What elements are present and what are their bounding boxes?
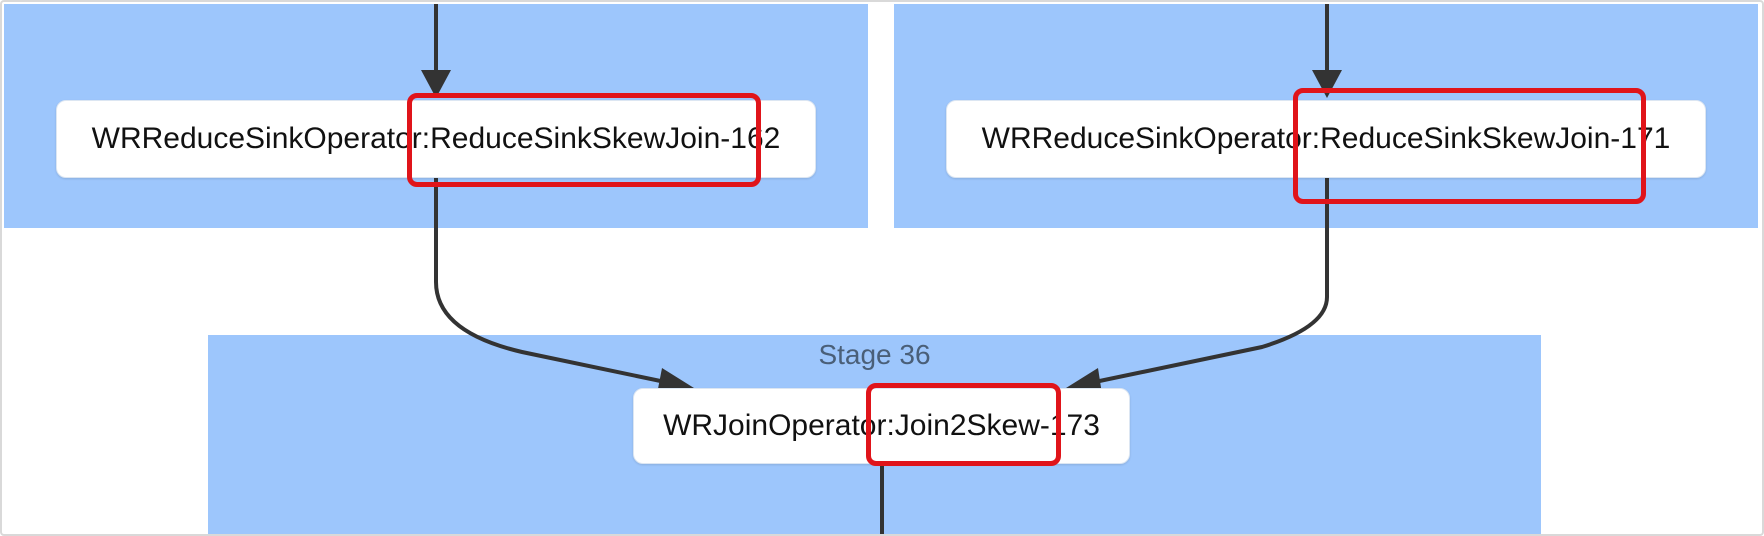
node-join2skew-173[interactable]: WRJoinOperator:Join2Skew-173	[633, 388, 1130, 464]
highlight-box-left	[407, 93, 761, 187]
stage-title: Stage 36	[818, 339, 931, 370]
node-reduce-sink-skew-join-162[interactable]: WRReduceSinkOperator:ReduceSinkSkewJoin-…	[56, 100, 816, 178]
highlight-box-bottom	[866, 383, 1061, 466]
node-reduce-sink-skew-join-171[interactable]: WRReduceSinkOperator:ReduceSinkSkewJoin-…	[946, 100, 1706, 178]
highlight-box-right	[1293, 88, 1646, 204]
